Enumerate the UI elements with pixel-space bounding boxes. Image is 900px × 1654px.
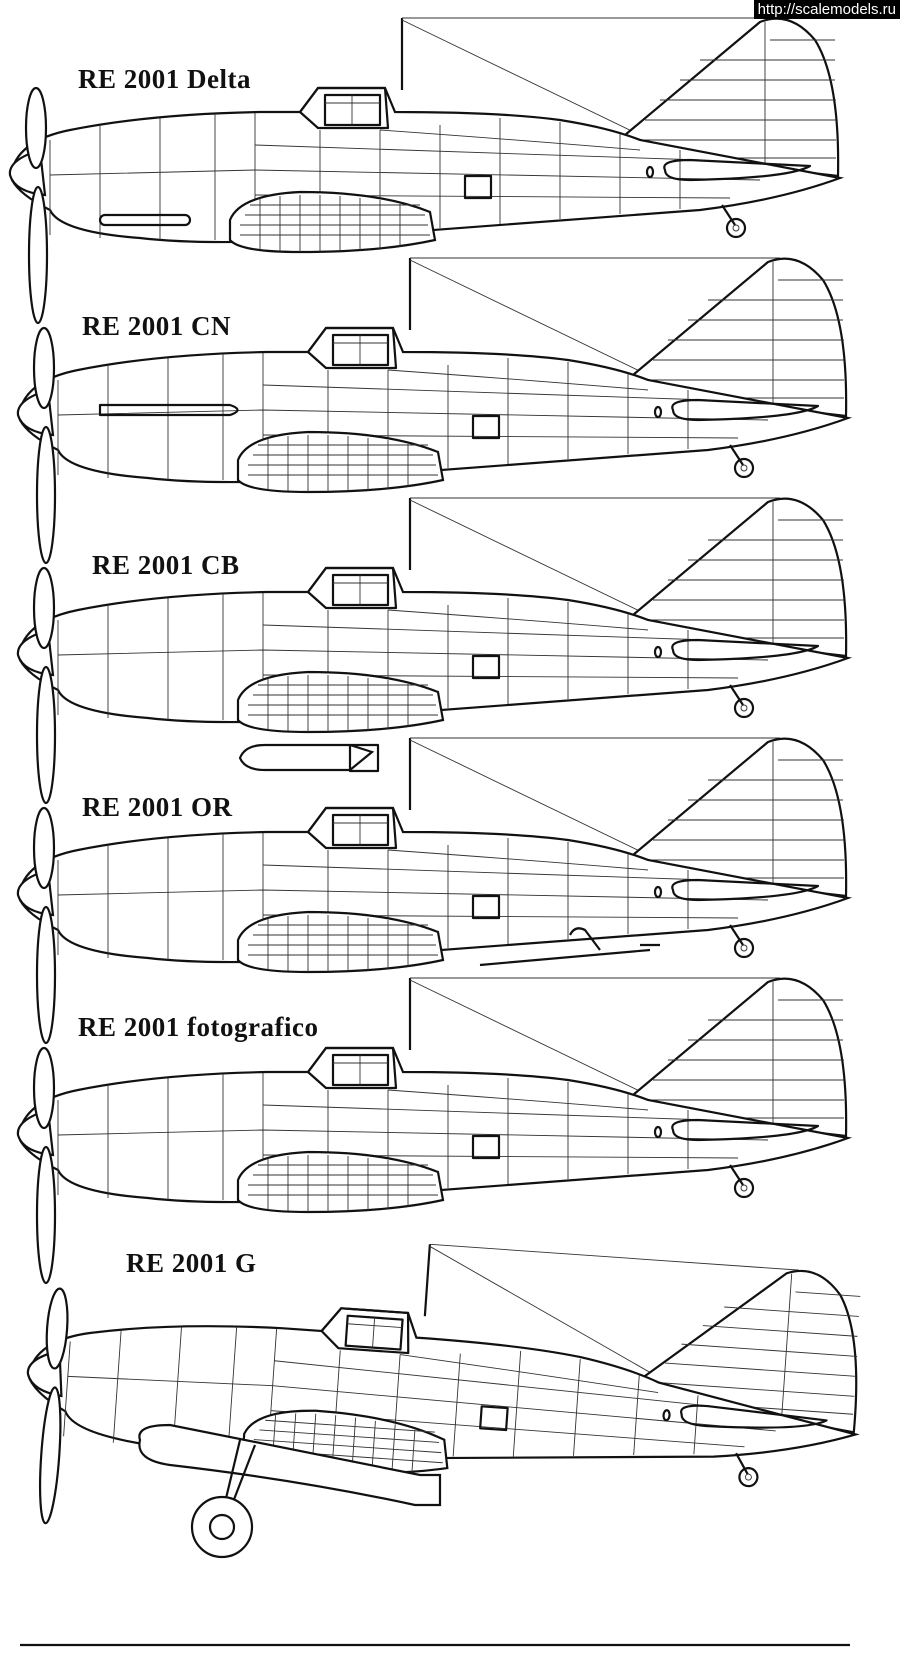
aircraft-g [16,1215,868,1647]
variant-label: RE 2001 Delta [78,64,251,94]
torpedo [138,1423,442,1507]
aircraft-or [16,736,850,1045]
variant-label: RE 2001 CB [92,550,240,580]
variant-label: RE 2001 CN [82,311,232,341]
watermark-link[interactable]: http://scalemodels.ru [753,0,900,19]
aircraft-delta [8,16,842,325]
variant-label: RE 2001 G [126,1248,257,1278]
variant-label: RE 2001 OR [82,792,233,822]
aircraft-cb [16,496,850,805]
bomb [238,743,375,772]
aircraft-cn [16,256,850,565]
main-wheel [190,1495,254,1559]
variant-label: RE 2001 fotografico [78,1012,319,1042]
